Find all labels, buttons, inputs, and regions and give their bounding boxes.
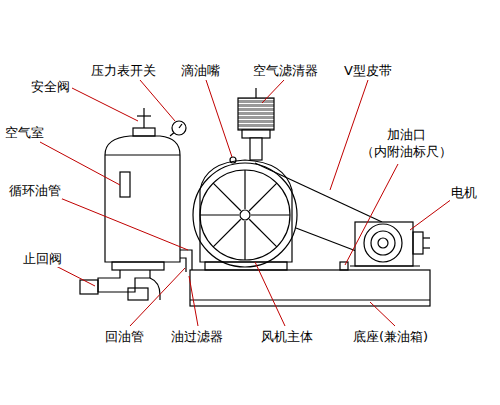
part-label: 止回阀: [22, 250, 63, 267]
part-label: 空气室: [4, 124, 45, 141]
part-label: 风机主体: [260, 328, 314, 345]
part-label: V型皮带: [343, 62, 393, 79]
part-label: 底座(兼油箱): [352, 328, 429, 345]
part-label: 加油口 （内附油标尺）: [355, 126, 457, 160]
part-label: 空气滤清器: [252, 62, 319, 79]
part-label: 压力表开关: [90, 62, 157, 79]
part-label: 安全阀: [30, 78, 71, 95]
part-label: 电机: [450, 184, 478, 201]
part-label: 循环油管: [8, 182, 62, 199]
part-label: 回油管: [104, 328, 145, 345]
part-label: 滴油嘴: [180, 62, 221, 79]
part-label: 油过滤器: [170, 328, 224, 345]
